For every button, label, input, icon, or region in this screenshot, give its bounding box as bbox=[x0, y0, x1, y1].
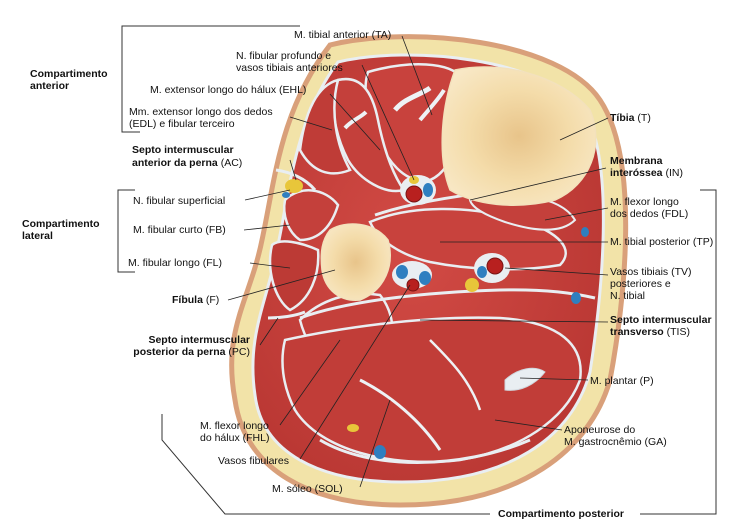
label-tibial-anterior: M. tibial anterior (TA) bbox=[294, 29, 392, 41]
label-fibular-superficial: N. fibular superficial bbox=[133, 195, 226, 207]
label-fibula-bold: Fíbula bbox=[172, 294, 203, 306]
label-fhl-2: do hálux (FHL) bbox=[200, 432, 270, 444]
label-edl-1: Mm. extensor longo dos dedos bbox=[129, 106, 273, 118]
bracket-posterior-right bbox=[640, 189, 717, 515]
small-nerve-bottom bbox=[347, 424, 359, 432]
septum-transverse bbox=[299, 288, 596, 320]
septum-anterior bbox=[275, 168, 317, 191]
muscle-fibular-curto bbox=[283, 189, 340, 242]
muscle-plantaris bbox=[504, 367, 546, 391]
label-edl-2: (EDL) e fibular terceiro bbox=[129, 118, 235, 130]
label-ac-2: anterior da perna (AC) bbox=[132, 157, 242, 169]
label-tis-2-abbr: (TIS) bbox=[663, 326, 690, 338]
label-ac-2-bold: anterior da perna bbox=[132, 157, 218, 169]
posterior-tibial-artery bbox=[486, 257, 504, 275]
bone-fibula bbox=[320, 223, 391, 301]
label-ac-1: Septo intermuscular bbox=[132, 144, 234, 156]
label-compartment-lateral-1: Compartimento bbox=[22, 218, 100, 230]
fibular-artery bbox=[406, 278, 420, 292]
label-sol: M. sóleo (SOL) bbox=[272, 483, 343, 495]
label-tv-1: Vasos tibiais (TV) bbox=[610, 266, 692, 278]
anterior-tibial-artery bbox=[405, 185, 423, 203]
superficial-fibular-nerve bbox=[285, 179, 303, 193]
label-tv-3: N. tibial bbox=[610, 290, 646, 302]
fibular-vein-1 bbox=[396, 265, 408, 279]
bone-tibia bbox=[441, 66, 597, 206]
gastrocnemius-aponeurosis bbox=[319, 438, 531, 464]
posterior-tibial-vein bbox=[477, 266, 487, 278]
label-fdl-2: dos dedos (FDL) bbox=[610, 208, 689, 220]
label-ga-1: Aponeurose do bbox=[564, 424, 636, 436]
soleus-tendon-1 bbox=[359, 378, 442, 451]
label-in-2-bold: interóssea bbox=[610, 167, 663, 179]
label-in-1: Membrana bbox=[610, 155, 663, 167]
label-tis-1: Septo intermuscular bbox=[610, 314, 712, 326]
superficial-vein-lateral bbox=[282, 192, 290, 198]
label-tv-2: posteriores e bbox=[610, 278, 671, 290]
label-pc-2-bold: posterior da perna bbox=[133, 346, 226, 358]
label-pc-2-abbr: (PC) bbox=[225, 346, 250, 358]
fibular-vein-2 bbox=[419, 271, 431, 285]
label-pc-2: posterior da perna (PC) bbox=[100, 346, 250, 358]
label-in-2-abbr: (IN) bbox=[662, 167, 683, 179]
label-tibia-bold: Tíbia bbox=[610, 112, 635, 124]
tibial-nerve bbox=[465, 278, 479, 292]
small-vein-right-1 bbox=[581, 227, 589, 237]
small-vein-bottom bbox=[374, 445, 386, 459]
label-fb: M. fibular curto (FB) bbox=[133, 224, 226, 236]
label-ac-2-abbr: (AC) bbox=[217, 157, 243, 169]
label-ga-2: M. gastrocnêmio (GA) bbox=[564, 436, 667, 448]
label-fhl-1: M. flexor longo bbox=[200, 420, 269, 432]
muscle-edl bbox=[298, 78, 352, 175]
label-compartment-anterior-1: Compartimento bbox=[30, 68, 108, 80]
label-tp: M. tibial posterior (TP) bbox=[610, 236, 714, 248]
compartment-brackets bbox=[117, 25, 717, 515]
label-tibia: Tíbia (T) bbox=[610, 112, 651, 124]
tendon-streak-3 bbox=[343, 110, 368, 130]
soleus-tendon-2 bbox=[429, 339, 482, 411]
bracket-lateral bbox=[117, 189, 135, 273]
label-compartment-anterior-2: anterior bbox=[30, 80, 70, 92]
label-fibula-abbr: (F) bbox=[202, 294, 220, 306]
label-compartment-lateral-2: lateral bbox=[22, 230, 53, 242]
label-plantar: M. plantar (P) bbox=[590, 375, 654, 387]
label-fibular-profundo-2: vasos tibiais anteriores bbox=[236, 62, 343, 74]
septum-posterior bbox=[267, 310, 306, 320]
label-fibula: Fíbula (F) bbox=[172, 294, 219, 306]
bracket-anterior bbox=[121, 25, 300, 133]
label-pc-1: Septo intermuscular bbox=[148, 334, 250, 346]
anterior-tibial-vein bbox=[423, 183, 433, 197]
leader-lines bbox=[227, 35, 609, 488]
label-tibia-abbr: (T) bbox=[634, 112, 651, 124]
label-tis-2-bold: transverso bbox=[610, 326, 664, 338]
label-fibular-profundo-1: N. fibular profundo e bbox=[236, 50, 332, 62]
small-vein-right-2 bbox=[571, 292, 581, 304]
label-ehl: M. extensor longo do hálux (EHL) bbox=[150, 84, 307, 96]
tendon-streak-1 bbox=[393, 85, 432, 112]
bracket-posterior bbox=[161, 414, 490, 515]
label-tis-2: transverso (TIS) bbox=[610, 326, 690, 338]
label-in-2: interóssea (IN) bbox=[610, 167, 683, 179]
tendon-streak-2 bbox=[418, 88, 446, 122]
muscle-fibular-longo bbox=[268, 240, 320, 312]
label-vasos-fibulares: Vasos fibulares bbox=[218, 455, 290, 467]
label-compartment-posterior: Compartimento posterior bbox=[494, 508, 629, 520]
label-fdl-1: M. flexor longo bbox=[610, 196, 679, 208]
label-fl: M. fibular longo (FL) bbox=[128, 257, 222, 269]
